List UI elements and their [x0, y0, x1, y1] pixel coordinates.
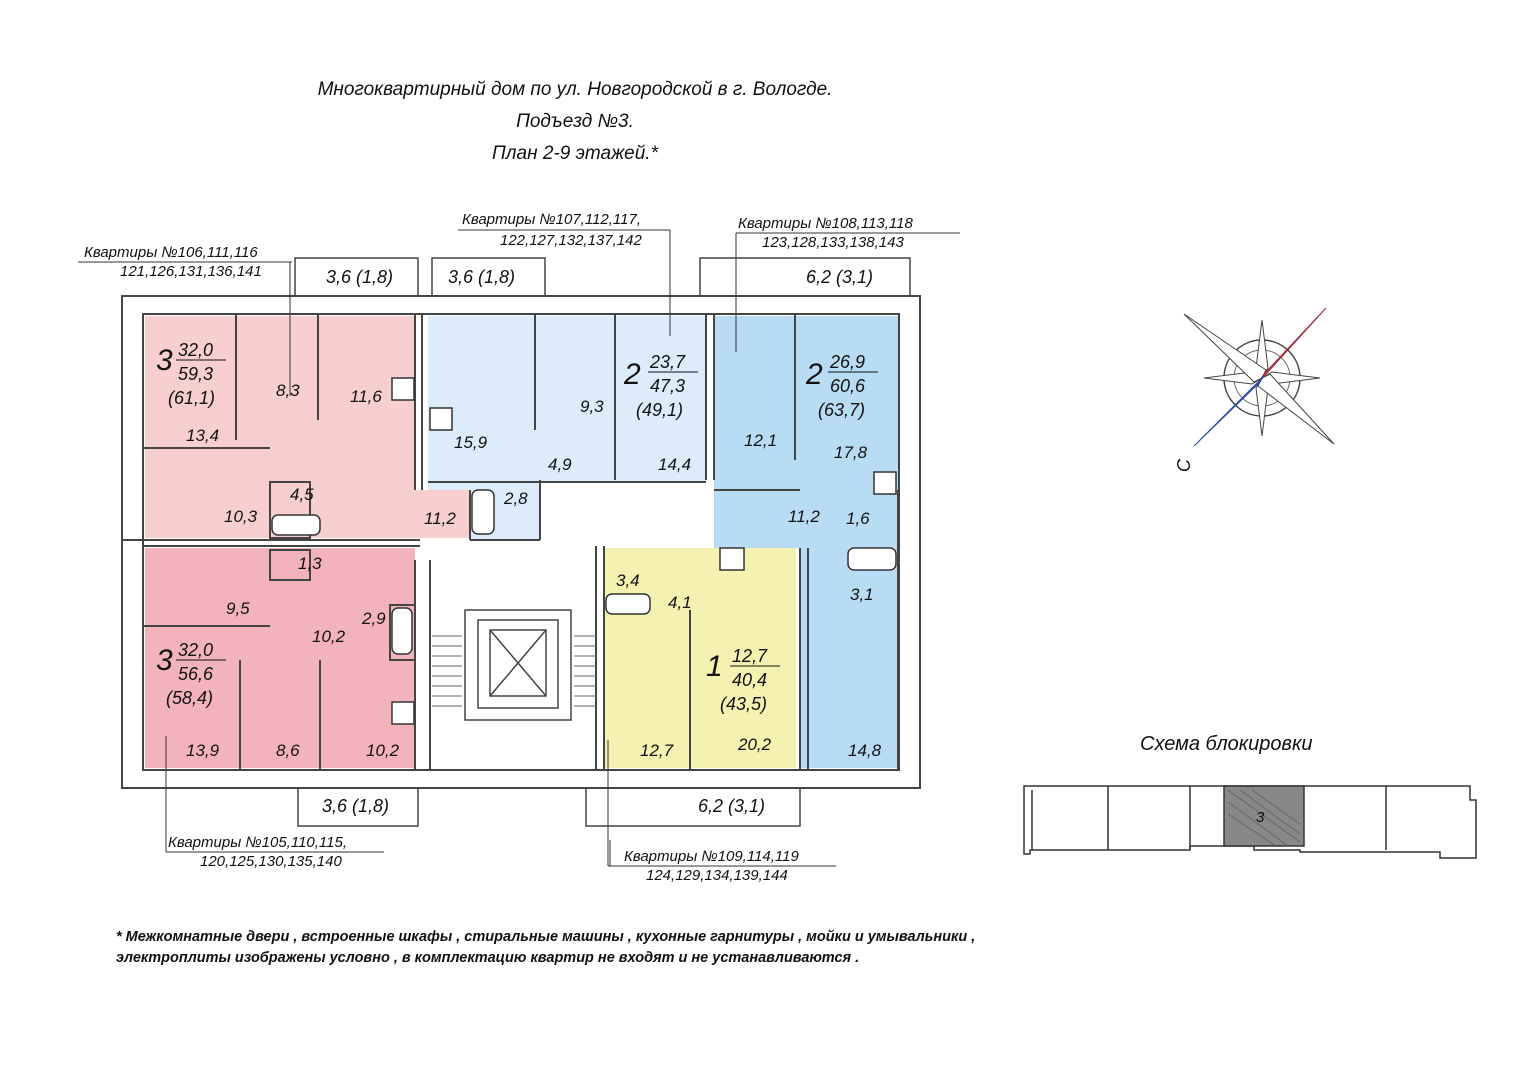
blocking-scheme-title: Схема блокировки [1140, 733, 1313, 755]
room-area: 15,9 [454, 433, 488, 452]
blocking-scheme-section-label: 3 [1256, 809, 1265, 826]
total-area: 56,6 [178, 664, 214, 684]
footnote-line-2: электроплиты изображены условно , в комп… [116, 950, 859, 966]
room-area: 13,9 [186, 741, 220, 760]
callout-109-line1: Квартиры №109,114,119 [624, 848, 800, 865]
balcony-label: 6,2 (3,1) [806, 267, 873, 287]
room-count: 3 [156, 344, 173, 377]
footnote-line-1: * Межкомнатные двери , встроенные шкафы … [116, 929, 975, 945]
room-area: 10,2 [312, 627, 346, 646]
total-with-balcony: (63,7) [818, 400, 865, 420]
callout-105-line2: 120,125,130,135,140 [200, 853, 342, 870]
blocking-scheme-diagram [1023, 785, 1477, 859]
room-area: 12,7 [640, 741, 674, 760]
callout-109-line2: 124,129,134,139,144 [646, 867, 788, 884]
room-count: 2 [805, 358, 823, 391]
walls [121, 295, 921, 789]
compass-rose-icon [1183, 307, 1335, 447]
room-area: 11,2 [788, 507, 820, 526]
room-area: 20,2 [737, 735, 772, 754]
total-with-balcony: (49,1) [636, 400, 683, 420]
room-area: 17,8 [834, 443, 868, 462]
title-line-3: План 2-9 этажей.* [492, 143, 658, 164]
staircase [432, 609, 596, 721]
balcony-label: 3,6 (1,8) [326, 267, 393, 287]
compass-needle-blue [1193, 375, 1265, 447]
bathtub-icons [271, 489, 897, 655]
apt-fill-top-center [428, 316, 706, 540]
room-area: 13,4 [186, 426, 219, 445]
room-area: 14,8 [848, 741, 882, 760]
living-area: 12,7 [732, 646, 768, 666]
room-area: 10,3 [224, 507, 258, 526]
title-line-2: Подъезд №3. [516, 111, 634, 132]
apt-fill-top-left [145, 316, 470, 538]
room-count: 2 [623, 358, 641, 391]
living-area: 32,0 [178, 340, 213, 360]
room-area: 4,5 [290, 485, 314, 504]
callout-106-line1: Квартиры №106,111,116 [84, 244, 258, 261]
room-area: 10,2 [366, 741, 400, 760]
apt-fill-top-right [714, 316, 898, 768]
title-line-1: Многоквартирный дом по ул. Новгородской … [317, 79, 833, 100]
total-area: 59,3 [178, 364, 213, 384]
callout-106-line2: 121,126,131,136,141 [120, 263, 262, 280]
room-area: 11,6 [350, 387, 382, 406]
room-area: 12,1 [744, 431, 777, 450]
apt-fill-bottom-center [604, 548, 796, 768]
apartment-bottom-left: 1,3 9,5 10,2 2,9 3 32,0 56,6 (58,4) 13,9… [156, 554, 400, 760]
living-area: 23,7 [649, 352, 686, 372]
balcony-outlines [294, 257, 911, 827]
living-area: 32,0 [178, 640, 213, 660]
apartment-top-left: 3 32,0 59,3 (61,1) 13,4 8,3 11,6 10,3 4,… [156, 340, 456, 528]
plan-title: Многоквартирный дом по ул. Новгородской … [0, 74, 1150, 170]
room-area: 3,4 [616, 571, 640, 590]
total-area: 47,3 [650, 376, 685, 396]
balcony-label: 3,6 (1,8) [448, 267, 515, 287]
callout-leaders [78, 229, 960, 867]
compass-needle-red [1259, 307, 1327, 381]
total-area: 60,6 [830, 376, 866, 396]
total-with-balcony: (61,1) [168, 388, 215, 408]
room-count: 1 [706, 650, 723, 683]
callout-105-line1: Квартиры №105,110,115, [168, 834, 347, 851]
apartment-fills [145, 316, 898, 768]
total-with-balcony: (58,4) [166, 688, 213, 708]
room-area: 8,3 [276, 381, 300, 400]
living-area: 26,9 [829, 352, 865, 372]
room-area: 9,3 [580, 397, 604, 416]
room-area: 8,6 [276, 741, 300, 760]
callout-107-line1: Квартиры №107,112,117, [462, 211, 641, 228]
balcony-label: 6,2 (3,1) [698, 796, 765, 816]
compass-south-label: С [1174, 458, 1194, 472]
apt-fill-bottom-left [145, 548, 415, 768]
callout-108-line1: Квартиры №108,113,118 [738, 215, 914, 232]
balcony-label: 3,6 (1,8) [322, 796, 389, 816]
room-area: 1,3 [298, 554, 322, 573]
stove-icons [391, 377, 897, 725]
room-area: 4,1 [668, 593, 692, 612]
room-area: 2,9 [361, 609, 386, 628]
room-area: 11,2 [424, 509, 456, 528]
total-area: 40,4 [732, 670, 767, 690]
room-area: 9,5 [226, 599, 250, 618]
room-area: 3,1 [850, 585, 874, 604]
callout-108-line2: 123,128,133,138,143 [762, 234, 904, 251]
room-count: 3 [156, 644, 173, 677]
room-area: 2,8 [503, 489, 528, 508]
total-with-balcony: (43,5) [720, 694, 767, 714]
callout-107-line2: 122,127,132,137,142 [500, 232, 642, 249]
apartment-top-center: 2 23,7 47,3 (49,1) 15,9 9,3 14,4 4,9 2,8 [454, 352, 698, 508]
apartment-top-right: 2 26,9 60,6 (63,7) 12,1 17,8 11,2 1,6 3,… [744, 352, 882, 760]
room-area: 1,6 [846, 509, 870, 528]
room-area: 14,4 [658, 455, 691, 474]
room-area: 4,9 [548, 455, 572, 474]
apartment-bottom-center: 3,4 4,1 1 12,7 40,4 (43,5) 12,7 20,2 [616, 571, 780, 760]
